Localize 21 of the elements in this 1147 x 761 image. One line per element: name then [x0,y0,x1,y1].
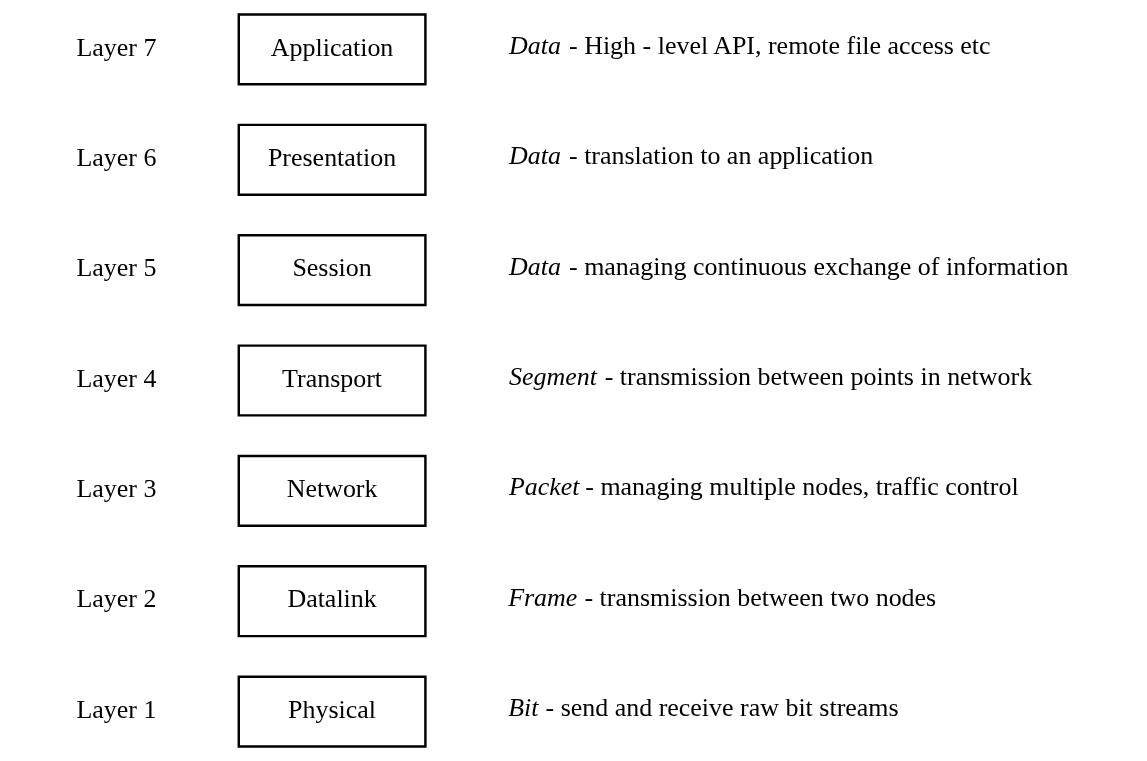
node-box: Application [237,13,427,86]
node-box: Presentation [237,123,427,196]
node-box: Datalink [237,565,427,638]
node-label: Layer 1 [76,694,157,724]
node-box: Network [237,454,427,527]
node-label: Layer 7 [76,32,157,62]
node-box: Physical [237,675,427,748]
node-box: Session [237,234,427,307]
node-label: Frame - transmission between two nodes [508,582,937,612]
node-box: Transport [237,344,427,417]
node-label: Bit - send and receive raw bit streams [508,693,899,723]
node-label: Layer 2 [76,584,157,614]
node-label: Layer 5 [76,253,157,283]
node-label: Layer 6 [76,142,157,172]
node-label: Data - managing continuous exchange of information [508,251,1069,281]
node-label: Packet - managing multiple nodes, traffic control [508,472,1019,502]
node-label: Layer 4 [76,363,157,393]
node-label: Data - High - level API, remote file access etc [508,30,991,60]
node-label: Layer 3 [76,474,157,504]
node-label: Segment - transmission between points in network [508,362,1033,392]
node-label: Data - translation to an application [508,141,874,171]
